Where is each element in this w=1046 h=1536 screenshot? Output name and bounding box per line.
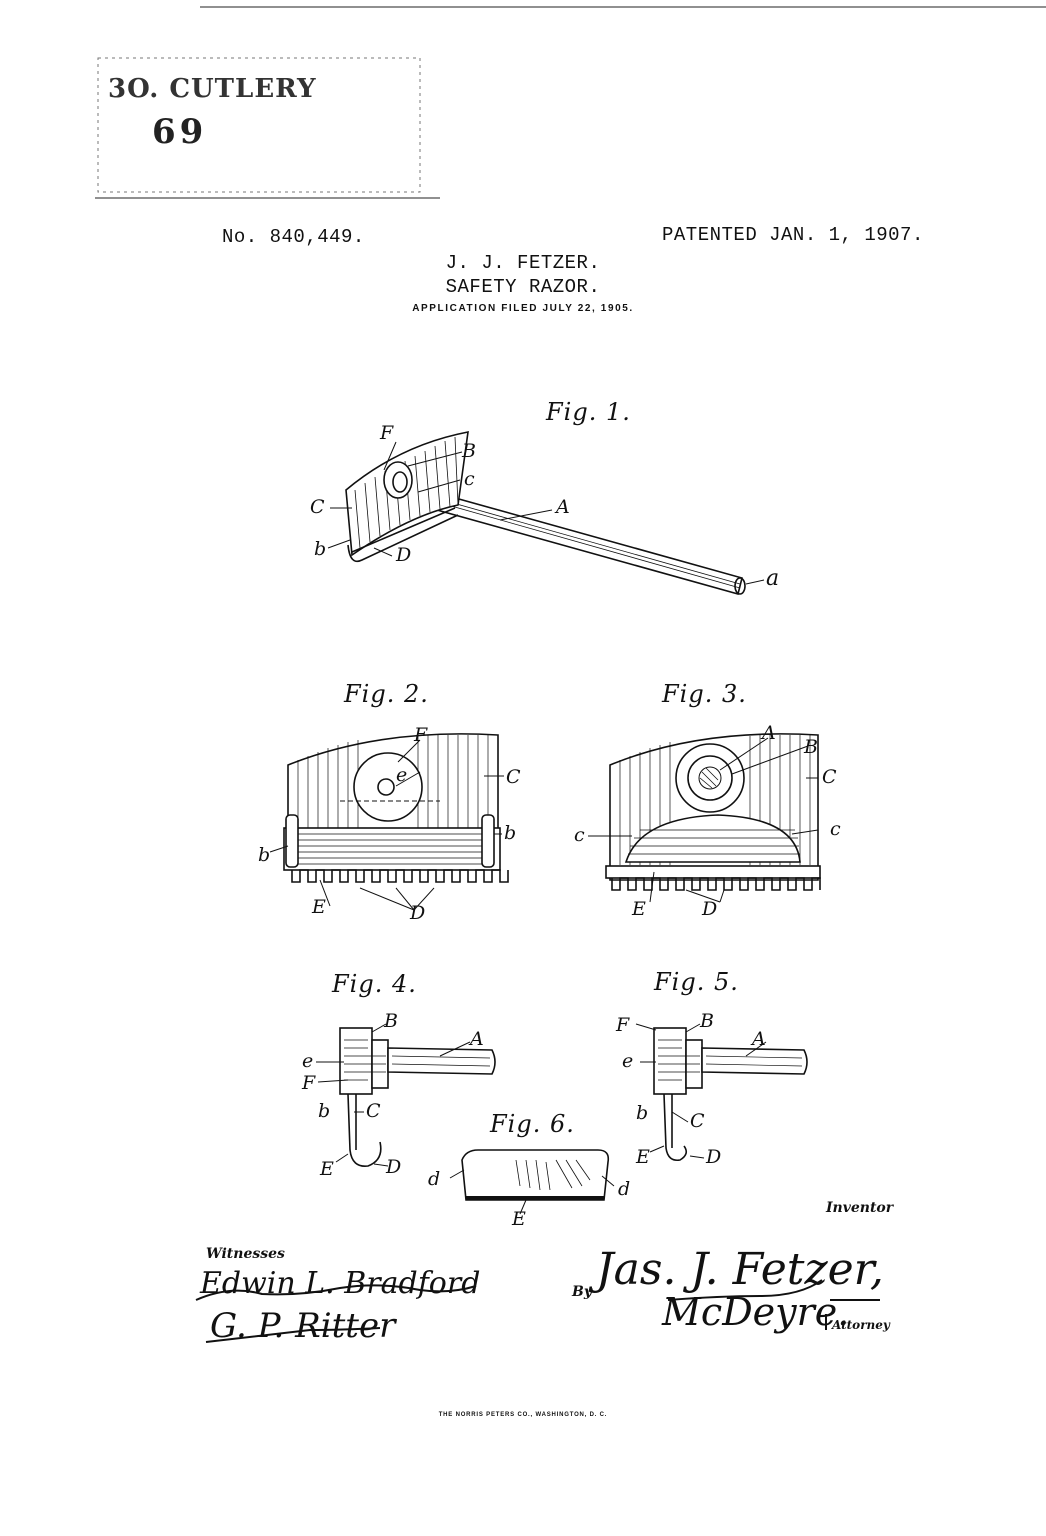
label-D: D bbox=[386, 1156, 402, 1178]
label-c: c bbox=[464, 468, 475, 490]
figure-5-title: Fig. 5. bbox=[654, 968, 739, 996]
label-C: C bbox=[366, 1100, 381, 1122]
label-b: b bbox=[314, 538, 327, 560]
label-D: D bbox=[410, 902, 426, 924]
figure-4-title: Fig. 4. bbox=[332, 970, 417, 998]
inventor-signature: Jas. J. Fetzer, bbox=[596, 1244, 884, 1295]
stamp-line-2: 69 bbox=[152, 112, 208, 152]
label-E: E bbox=[512, 1208, 526, 1230]
label-C: C bbox=[690, 1110, 705, 1132]
label-a: a bbox=[766, 566, 780, 591]
figure-6-drawing bbox=[461, 1149, 610, 1201]
witness-2-signature: G. P. Ritter bbox=[210, 1306, 396, 1346]
figure-2-title: Fig. 2. bbox=[344, 680, 429, 708]
label-C: C bbox=[506, 766, 521, 788]
label-b: b bbox=[258, 844, 271, 866]
inventor-name: J. J. FETZER. bbox=[445, 252, 601, 274]
label-B: B bbox=[462, 440, 476, 462]
label-D: D bbox=[396, 544, 412, 566]
label-A: A bbox=[556, 496, 570, 518]
label-A: A bbox=[752, 1028, 766, 1050]
label-b: b bbox=[504, 822, 517, 844]
label-E: E bbox=[632, 898, 646, 920]
patent-number: No. 840,449. bbox=[222, 226, 365, 248]
label-E: E bbox=[636, 1146, 650, 1168]
by-label: By bbox=[572, 1284, 592, 1300]
figure-5-drawing bbox=[653, 1027, 808, 1162]
stamp-line-1: 3O. CUTLERY bbox=[108, 74, 317, 104]
label-B: B bbox=[700, 1010, 714, 1032]
label-e: e bbox=[396, 764, 408, 786]
label-C: C bbox=[822, 766, 837, 788]
attorney-label: Attorney bbox=[832, 1318, 890, 1332]
label-E: E bbox=[312, 896, 326, 918]
patent-date: PATENTED JAN. 1, 1907. bbox=[662, 224, 924, 246]
label-e: e bbox=[622, 1050, 634, 1072]
label-c: c bbox=[830, 818, 841, 840]
signature-strokes bbox=[195, 1279, 880, 1343]
label-D: D bbox=[706, 1146, 722, 1168]
leader-lines bbox=[269, 441, 819, 1215]
label-A: A bbox=[470, 1028, 484, 1050]
label-b: b bbox=[318, 1100, 331, 1122]
label-C: C bbox=[310, 496, 325, 518]
figure-1-drawing bbox=[345, 431, 746, 595]
figure-6-title: Fig. 6. bbox=[490, 1110, 575, 1138]
printer-credit: THE NORRIS PETERS CO., WASHINGTON, D. C. bbox=[438, 1412, 608, 1418]
figure-1-title: Fig. 1. bbox=[546, 398, 631, 426]
attorney-signature: McDeyre. bbox=[662, 1290, 850, 1334]
figure-3-drawing bbox=[605, 733, 821, 891]
stamp-box bbox=[97, 57, 421, 193]
label-e: e bbox=[302, 1050, 314, 1072]
label-D: D bbox=[702, 898, 718, 920]
label-A: A bbox=[762, 722, 776, 744]
label-F: F bbox=[414, 724, 428, 746]
label-F: F bbox=[616, 1014, 630, 1036]
label-B: B bbox=[384, 1010, 398, 1032]
label-b: b bbox=[636, 1102, 649, 1124]
figure-3-title: Fig. 3. bbox=[662, 680, 747, 708]
figure-4-drawing bbox=[339, 1027, 496, 1167]
label-d: d bbox=[428, 1168, 441, 1190]
label-F: F bbox=[302, 1072, 316, 1094]
application-filed: APPLICATION FILED JULY 22, 1905. bbox=[412, 303, 634, 314]
label-c: c bbox=[574, 824, 585, 846]
label-d: d bbox=[618, 1178, 631, 1200]
figure-2-drawing bbox=[283, 733, 509, 883]
invention-title: SAFETY RAZOR. bbox=[445, 276, 601, 298]
label-F: F bbox=[380, 422, 394, 444]
label-E: E bbox=[320, 1158, 334, 1180]
witness-1-signature: Edwin L. Bradford bbox=[200, 1266, 481, 1301]
label-B: B bbox=[804, 736, 818, 758]
inventor-label: Inventor bbox=[826, 1200, 894, 1216]
witnesses-label: Witnesses bbox=[206, 1246, 285, 1262]
